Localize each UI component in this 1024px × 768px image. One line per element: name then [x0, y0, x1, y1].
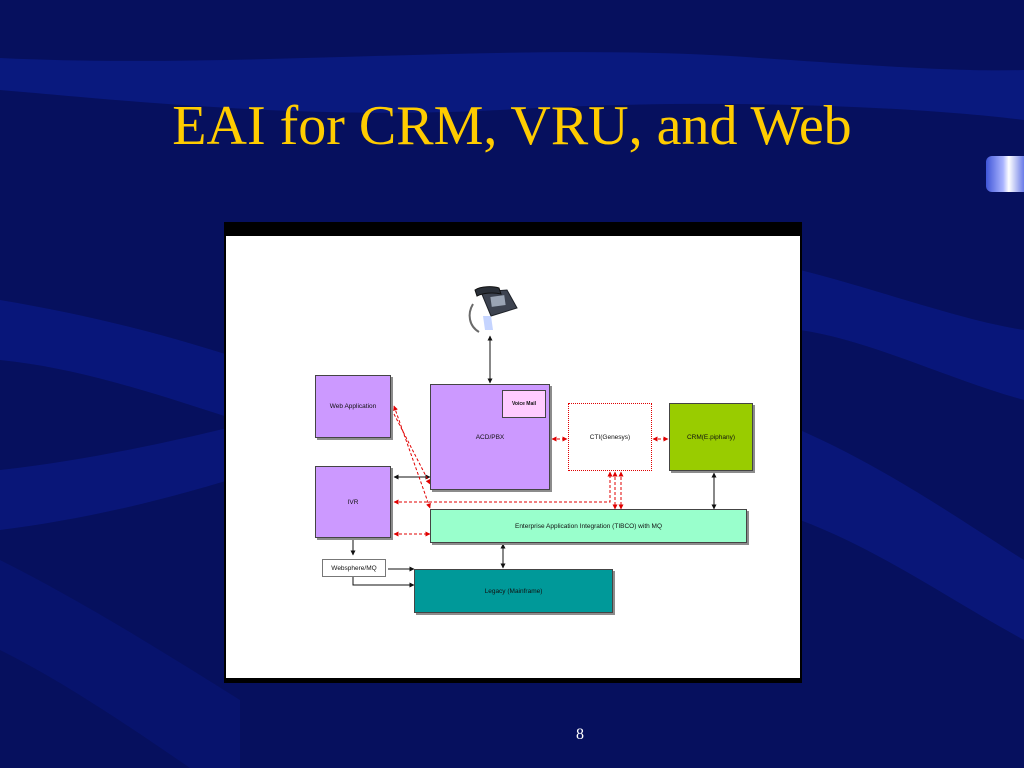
legacy-box: Legacy (Mainframe) [414, 569, 613, 613]
web-application-box: Web Application [315, 375, 391, 438]
cti-label: CTI(Genesys) [589, 433, 631, 441]
diagram-frame: Web Application IVR ACD/PBX Voice Mail C… [224, 222, 802, 683]
crm-label: CRM(E.piphany) [686, 433, 736, 441]
voice-mail-box: Voice Mail [502, 390, 546, 418]
websphere-mq-box: Websphere/MQ [322, 559, 386, 577]
decorative-tab [986, 156, 1024, 192]
ivr-box: IVR [315, 466, 391, 538]
legacy-label: Legacy (Mainframe) [484, 587, 543, 595]
telephone-icon [468, 286, 518, 333]
diagram-connectors [350, 335, 717, 588]
ivr-label: IVR [347, 498, 359, 506]
page-number: 8 [576, 726, 584, 743]
eai-label: Enterprise Application Integration (TIBC… [514, 522, 663, 530]
slide-title: EAI for CRM, VRU, and Web [172, 95, 852, 157]
dashed-connectors [393, 405, 669, 537]
crm-box: CRM(E.piphany) [669, 403, 753, 471]
voice-mail-label: Voice Mail [511, 401, 537, 407]
web-application-label: Web Application [329, 403, 377, 410]
cti-box: CTI(Genesys) [568, 403, 652, 471]
eai-box: Enterprise Application Integration (TIBC… [430, 509, 747, 543]
websphere-mq-label: Websphere/MQ [331, 564, 377, 572]
diagram-canvas: Web Application IVR ACD/PBX Voice Mail C… [226, 236, 800, 678]
acd-pbx-label: ACD/PBX [475, 433, 505, 441]
